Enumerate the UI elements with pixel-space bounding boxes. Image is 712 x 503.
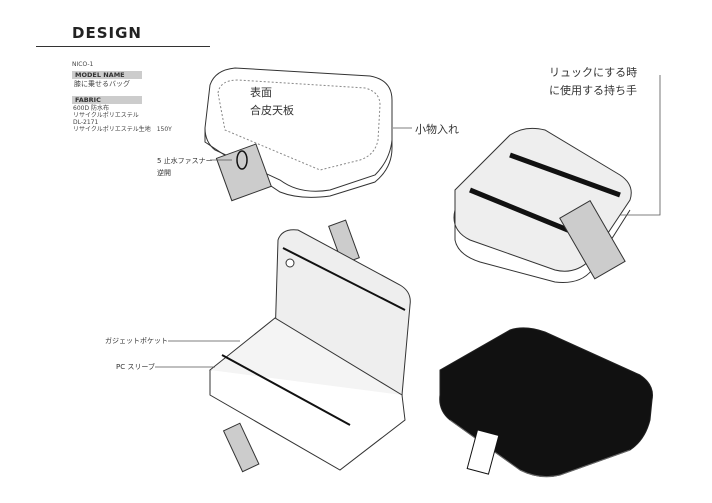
leader-lines [155, 75, 661, 368]
bag-open-view [209, 219, 411, 473]
fabric-line: DL-2171 [73, 119, 99, 126]
annotation-gadget-pocket: ガジェットポケット [105, 337, 168, 345]
annotation-backpack-handle-2: に使用する持ち手 [549, 84, 637, 97]
fabric-line: リサイクルポリエステル [73, 112, 139, 119]
bag-back-view [453, 127, 632, 283]
annotation-backpack-handle-1: リュックにする時 [549, 66, 638, 79]
bag-black-view [439, 327, 653, 478]
model-name: 膝に乗せるバッグ [74, 80, 130, 88]
annotation-surface-material: 合皮天板 [250, 104, 294, 117]
bag-top-view [204, 67, 393, 202]
annotation-pc-sleeve: PC スリーブ [116, 363, 155, 371]
product-code: NICO-1 [72, 61, 94, 68]
annotation-zipper: 5 止水ファスナー [157, 157, 213, 165]
model-name-label: MODEL NAME [72, 71, 142, 79]
annotation-zipper-reverse: 逆開 [157, 169, 171, 177]
fabric-label: FABRIC [72, 96, 142, 104]
annotation-surface: 表面 [250, 86, 272, 99]
annotation-small-pocket: 小物入れ [415, 123, 459, 136]
title-rule [36, 46, 210, 47]
page-title: DESIGN [72, 24, 142, 42]
fabric-line: リサイクルポリエステル生地 150Y [73, 126, 172, 133]
fabric-line: 600D 防水布 [73, 105, 109, 112]
